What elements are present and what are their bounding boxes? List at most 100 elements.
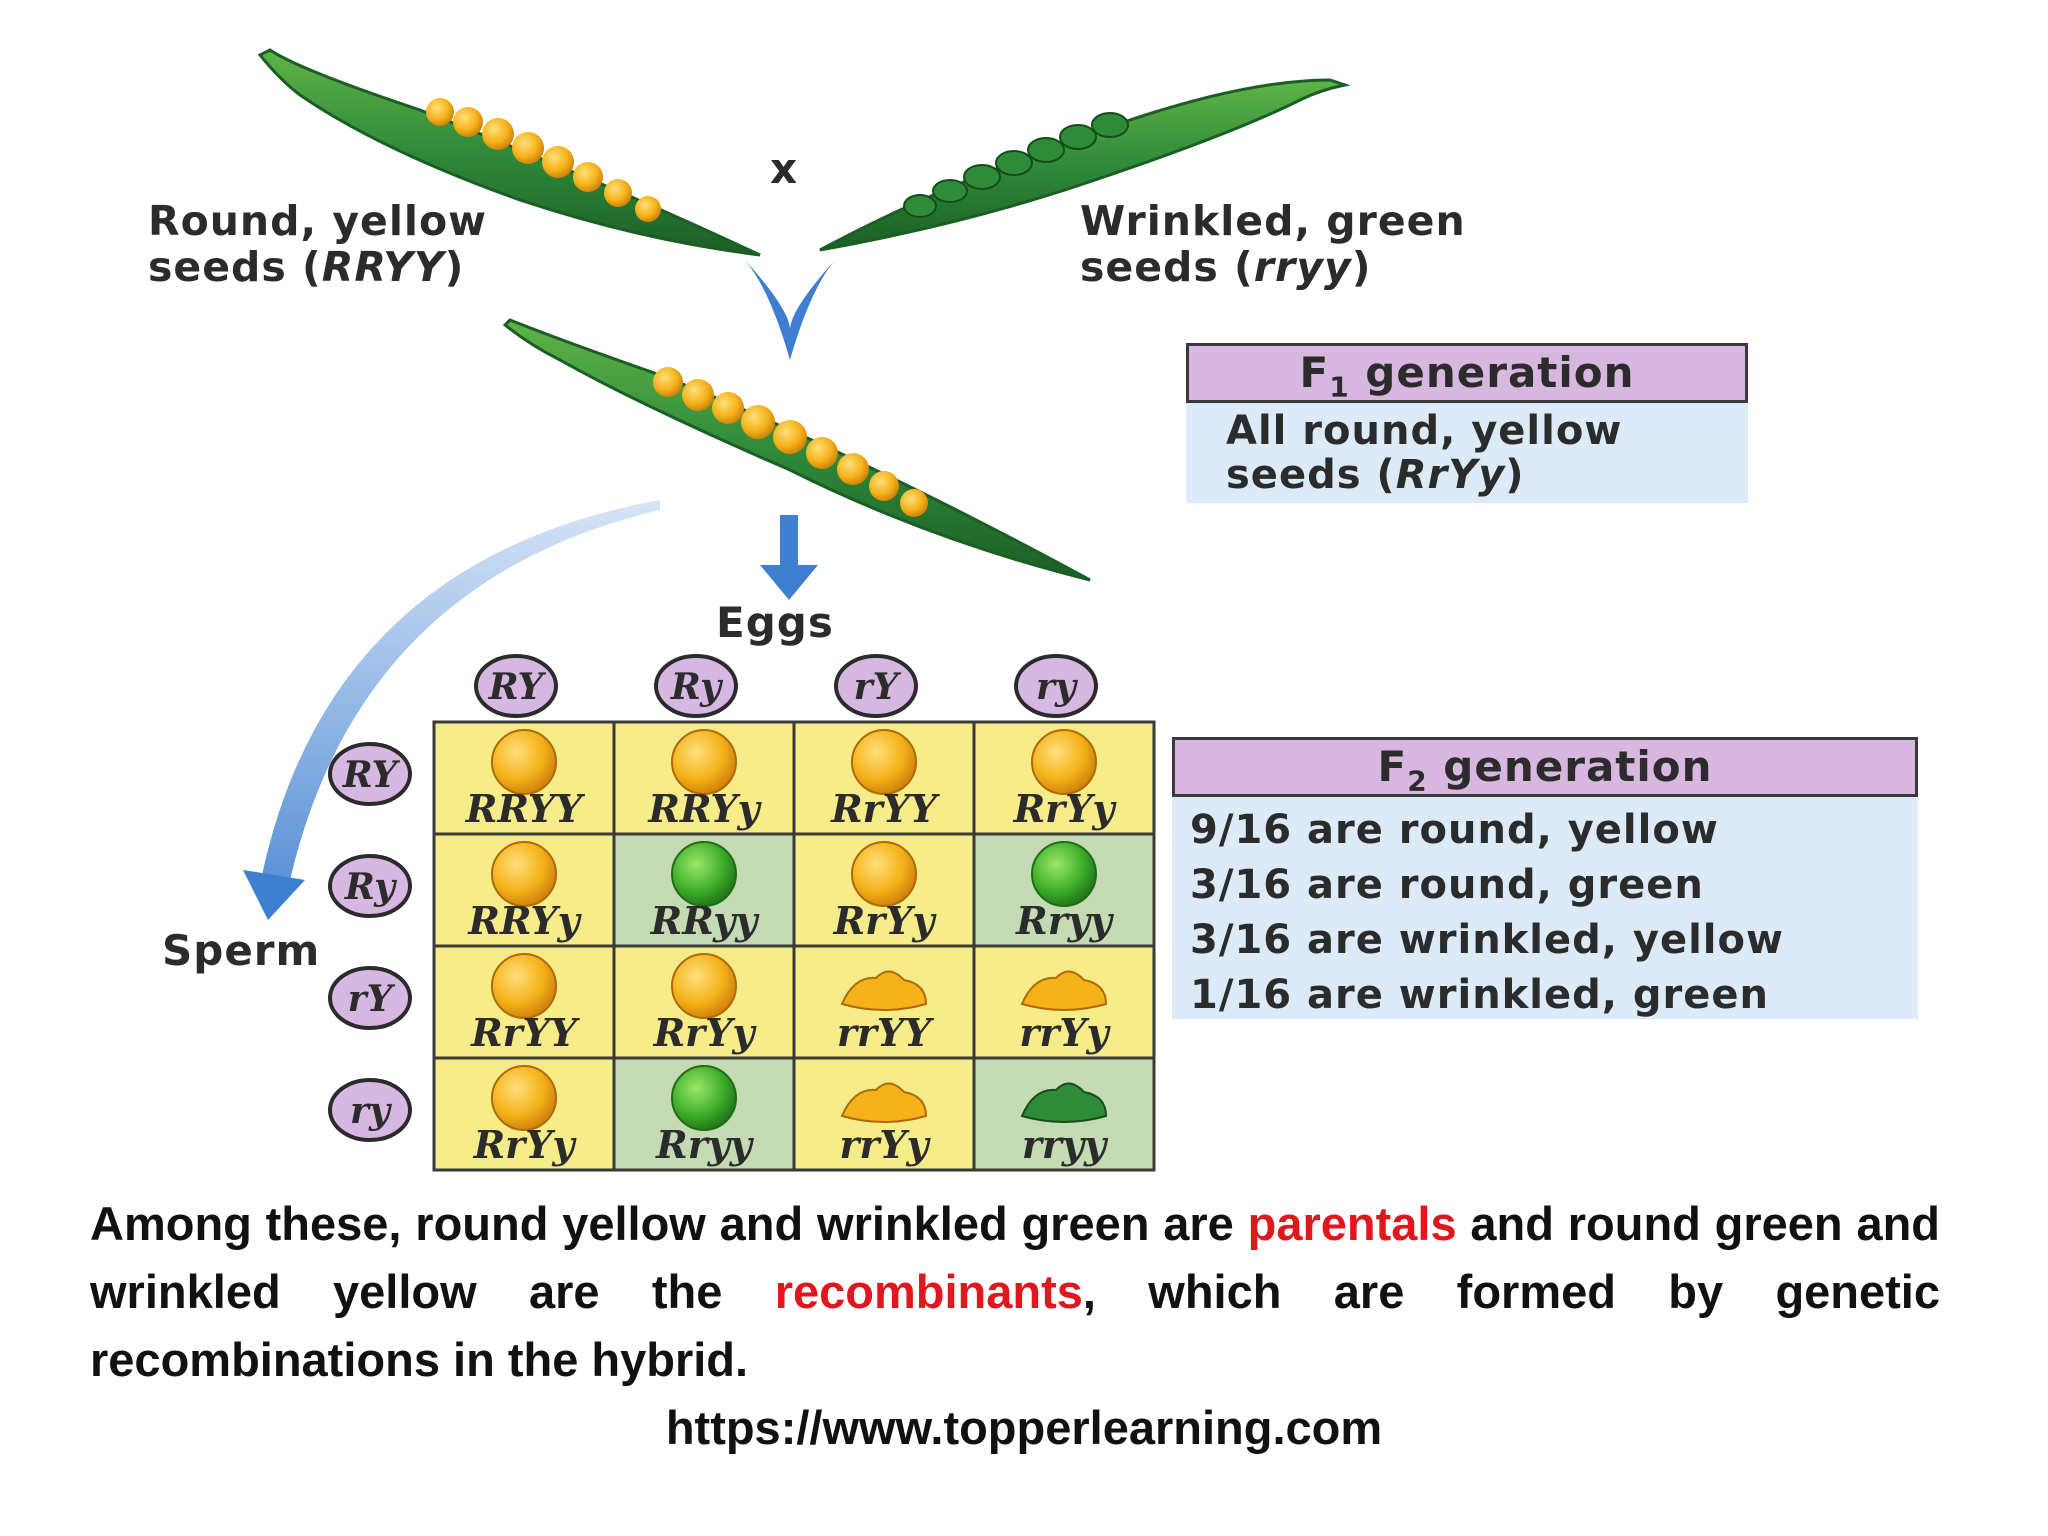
gamete-circle [1014,654,1098,718]
right-parent-line2: seeds (rryy) [1080,244,1466,290]
f1-title: F1 generation [1186,343,1748,403]
genotype-label: RrYy [833,898,938,943]
round-green-pea-icon [671,841,737,907]
f1-description: All round, yellow seeds (RrYy) [1186,403,1748,503]
gamete-label: ry [350,1090,392,1132]
right-parent-line2-prefix: seeds ( [1080,243,1254,291]
source-url: https://www.topperlearning.com [665,1401,1383,1454]
left-parent-line2-suffix: ) [444,243,465,291]
right-parent-line2-suffix: ) [1351,243,1372,291]
gamete-circle [834,654,918,718]
left-parent-line2: seeds (RRYY) [148,244,487,290]
round-yellow-pea-icon [671,953,737,1019]
right-parent-line1: Wrinkled, green [1080,197,1466,245]
genotype-label: rrYY [837,1010,935,1055]
f1-line2-prefix: seeds ( [1226,452,1396,498]
round-yellow-pea-icon [851,841,917,907]
genotype-label: RrYY [830,786,941,831]
right-parent-pod [819,78,1351,252]
genotype-label: RrYY [470,1010,581,1055]
round-yellow-pea-icon [1031,729,1097,795]
genotype-label: RRYy [647,786,762,831]
genotype-label: RrYy [473,1122,578,1167]
punnett-cell: rryy [972,1056,1156,1172]
sperm-gamete: RY [328,742,412,806]
left-parent-genotype: RRYY [321,243,445,291]
f2-ratios: 9/16 are round, yellow 3/16 are round, g… [1172,797,1918,1019]
gamete-label: Ry [344,866,397,908]
gamete-label: Ry [670,666,723,708]
wrinkled-green-pea-icon [1020,1082,1108,1123]
gamete-circle [654,654,738,718]
caption-highlight-recombinants: recombinants [774,1265,1083,1318]
punnett-cell: RRyy [612,832,796,948]
round-yellow-pea-icon [671,729,737,795]
f1-pod [502,318,1091,582]
green-seed-row [903,112,1129,218]
round-yellow-pea-icon [491,841,557,907]
genotype-label: RRyy [650,898,761,943]
gamete-label: rY [348,978,396,1020]
sperm-gamete: rY [328,966,412,1030]
f2-ratio-round-yellow: 9/16 are round, yellow [1190,807,1719,853]
genotype-label: Rryy [655,1122,755,1167]
punnett-cell: Rryy [612,1056,796,1172]
punnett-cell: RRYy [612,720,796,836]
left-parent-line2-prefix: seeds ( [148,243,322,291]
genotype-label: RRYY [465,786,586,831]
f1-title-prefix: F [1299,348,1330,397]
caption-part1: Among these, round yellow and wrinkled g… [90,1197,1248,1250]
f2-title-suffix: generation [1427,742,1713,791]
punnett-cell: RrYY [432,944,616,1060]
genotype-label: RrYy [653,1010,758,1055]
egg-gamete: rY [834,654,918,718]
gamete-circle [328,742,412,806]
egg-gamete: RY [474,654,558,718]
punnett-cell: RrYy [792,832,976,948]
f2-ratio-round-green: 3/16 are round, green [1190,862,1704,908]
sperm-label: Sperm [162,926,321,975]
sperm-gamete: Ry [328,854,412,918]
genotype-label: rrYy [1019,1010,1111,1055]
gamete-circle [328,966,412,1030]
wrinkled-yellow-pea-icon [840,1082,928,1123]
genotype-label: RrYy [1013,786,1118,831]
round-yellow-pea-icon [491,729,557,795]
round-yellow-pea-icon [491,953,557,1019]
punnett-cell: RRYY [432,720,616,836]
punnett-cell: RrYY [792,720,976,836]
punnett-cell: RrYy [612,944,796,1060]
f2-title-prefix: F [1377,742,1408,791]
caption-highlight-parentals: parentals [1247,1197,1457,1250]
egg-gamete: Ry [654,654,738,718]
f1-yellow-seed-row [653,367,928,517]
round-yellow-pea-icon [851,729,917,795]
sperm-arrow [243,500,660,920]
gamete-label: RY [342,754,401,796]
sperm-gametes: RY Ry rY ry [328,742,412,1142]
gamete-label: rY [854,666,902,708]
round-green-pea-icon [1031,841,1097,907]
f2-title-sub: 2 [1407,764,1428,798]
gamete-circle [328,854,412,918]
egg-gamete: ry [1014,654,1098,718]
f2-title: F2 generation [1172,737,1918,797]
punnett-cell: rrYy [792,1056,976,1172]
genotype-label: rryy [1022,1122,1109,1167]
round-yellow-pea-icon [491,1065,557,1131]
f1-line2-suffix: ) [1505,452,1525,498]
punnett-cell: rrYy [972,944,1156,1060]
caption-part2: and round green and wrinkled yellow are … [90,1197,1940,1318]
left-parent-label: Round, yellow seeds (RRYY) [148,198,487,290]
gamete-circle [328,1078,412,1142]
punnett-cell: RrYy [432,1056,616,1172]
f1-line2: seeds (RrYy) [1226,453,1748,497]
eggs-label: Eggs [716,598,834,647]
f2-ratio-wrinkled-green: 1/16 are wrinkled, green [1190,972,1769,1018]
punnett-cell: RrYy [972,720,1156,836]
caption-part3: , which are formed by genetic recombinat… [90,1265,1940,1386]
gamete-circle [474,654,558,718]
down-arrow-f1-to-eggs [760,515,818,600]
